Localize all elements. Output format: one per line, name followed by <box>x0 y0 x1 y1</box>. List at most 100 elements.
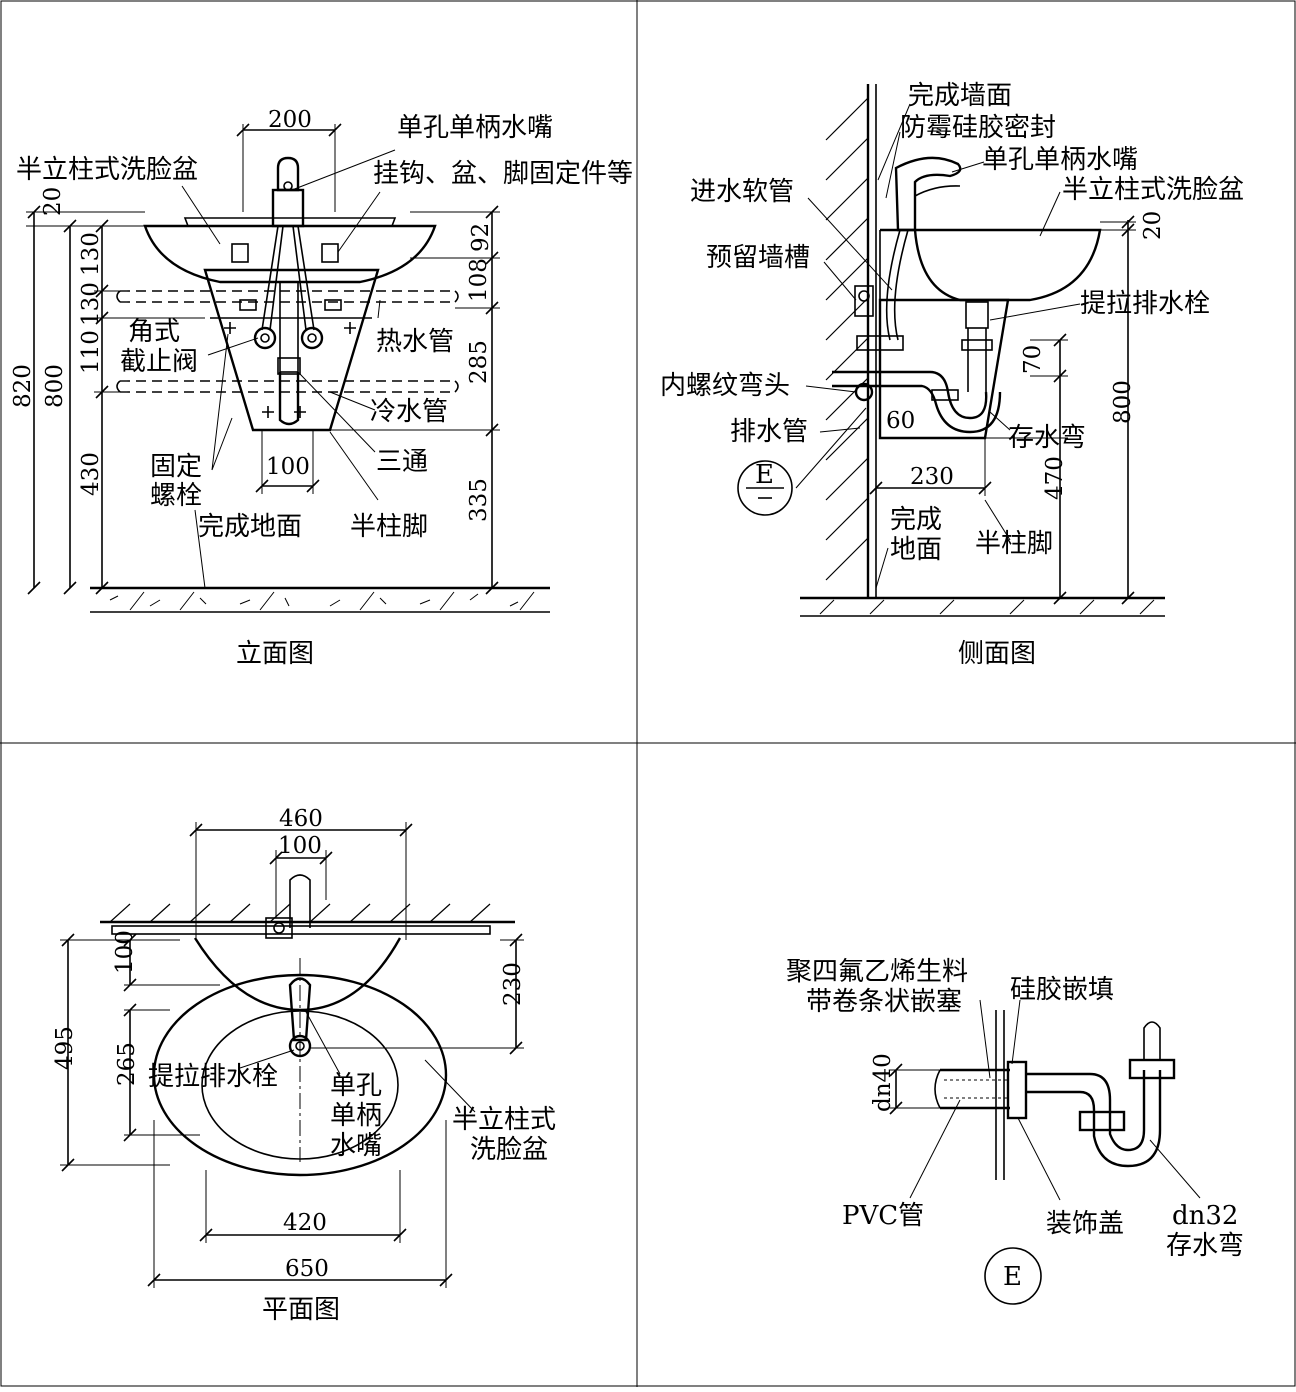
plan-wall-hatch <box>109 903 491 923</box>
label-drain-pipe: 排水管 <box>730 417 808 447</box>
detail-pvc-pipe <box>934 1068 1010 1110</box>
side-basin <box>880 228 1102 302</box>
side-trap <box>832 370 988 420</box>
label-faucet: 单孔单柄水嘴 <box>397 113 553 143</box>
label-drain-plug: 提拉排水栓 <box>1080 289 1210 319</box>
dim-130a: 130 <box>78 232 104 276</box>
detail-u-trap <box>1092 1070 1162 1168</box>
label-cold-pipe: 冷水管 <box>370 397 448 427</box>
label-trap-2: 存水弯 <box>1166 1231 1244 1261</box>
dim-820: 820 <box>10 364 36 408</box>
label-pedestal: 半柱脚 <box>350 512 428 542</box>
side-dimensions <box>869 215 1136 605</box>
label-hose: 进水软管 <box>690 177 794 207</box>
detail-trap-arm <box>1026 1072 1112 1111</box>
label-plan-drain: 提拉排水栓 <box>148 1062 278 1092</box>
label-plan-faucet-1: 单孔 <box>330 1071 382 1101</box>
dim-side-230: 230 <box>910 464 954 490</box>
fixing-bolt-icon <box>224 322 356 418</box>
dim-side-70: 70 <box>1020 345 1046 374</box>
side-view: E 完成墙面 防霉硅胶密封 单孔单柄水嘴 半立柱式洗脸盆 进水软管 预留墙槽 提… <box>660 81 1244 669</box>
label-hook: 挂钩、盆、脚固定件等 <box>373 159 633 189</box>
plan-faucet <box>288 977 312 1042</box>
dim-130b: 130 <box>78 282 104 326</box>
elevation-basin-rim <box>183 217 397 227</box>
plan-riser <box>289 874 311 928</box>
label-plan-faucet-3: 水嘴 <box>330 1131 382 1161</box>
detail-marker-text: E <box>1003 1262 1022 1292</box>
elevation-floor <box>90 586 550 613</box>
plan-leader-faucet <box>304 1009 341 1075</box>
plan-basin-outer <box>152 973 448 1177</box>
label-floor: 完成地面 <box>198 512 302 542</box>
dim-335: 335 <box>466 478 492 522</box>
side-hose <box>885 229 909 341</box>
elevation-view: 单孔单柄水嘴 半立柱式洗脸盆 挂钩、盆、脚固定件等 角式 截止阀 热水管 冷水管… <box>10 107 633 669</box>
detail-marker-e <box>984 1247 1042 1305</box>
plan-supply-pipe <box>111 925 491 935</box>
dim-800: 800 <box>42 364 68 408</box>
elevation-faucet-head <box>276 156 300 192</box>
plan-leader-basin <box>424 1059 476 1113</box>
elevation-basin-bowl <box>143 224 437 284</box>
dim-plan-420: 420 <box>283 1210 327 1236</box>
plan-leader-drain <box>239 1049 295 1069</box>
label-slot: 预留墙槽 <box>706 243 810 273</box>
dim-side-20: 20 <box>1140 211 1166 240</box>
elevation-hot-pipe <box>116 290 459 303</box>
dim-430: 430 <box>78 452 104 496</box>
label-tee: 三通 <box>376 447 428 477</box>
dim-108: 108 <box>466 258 492 302</box>
elevation-hoses <box>261 225 315 331</box>
dim-plan-230: 230 <box>500 962 526 1006</box>
label-trap: 存水弯 <box>1008 423 1086 453</box>
wall-slot-icon <box>854 285 874 317</box>
elevation-title: 立面图 <box>236 639 314 669</box>
detail-e-view: E 聚四氟乙烯生料 带卷条状嵌塞 硅胶嵌填 dn40 PVC管 装饰盖 dn32… <box>786 957 1244 1305</box>
dim-92: 92 <box>468 223 494 252</box>
dim-side-60: 60 <box>886 408 915 434</box>
label-floor-1: 完成 <box>890 505 942 535</box>
label-side-basin: 半立柱式洗脸盆 <box>1062 175 1244 205</box>
plan-dimensions <box>60 822 524 1288</box>
label-hot-pipe: 热水管 <box>376 327 454 357</box>
side-marker-text: E <box>755 460 774 490</box>
label-ptfe-1: 聚四氟乙烯生料 <box>786 957 968 987</box>
section-marker-e <box>737 460 793 516</box>
side-faucet <box>894 156 962 232</box>
dim-plan-650: 650 <box>285 1256 329 1282</box>
label-plan-basin-2: 洗脸盆 <box>470 1135 548 1165</box>
label-seal: 防霉硅胶密封 <box>900 113 1056 143</box>
dim-110: 110 <box>78 330 104 374</box>
label-side-pedestal: 半柱脚 <box>975 529 1053 559</box>
dim-200: 200 <box>268 107 312 133</box>
dim-20: 20 <box>40 187 66 216</box>
label-cover: 装饰盖 <box>1046 1209 1124 1239</box>
dim-side-800: 800 <box>1110 380 1136 424</box>
dim-plan-460: 460 <box>279 806 323 832</box>
elevation-pedestal <box>203 268 380 432</box>
plan-pedestal-arc <box>193 937 402 1012</box>
elevation-drain-tail <box>279 281 299 373</box>
label-pvc: PVC管 <box>842 1201 924 1231</box>
label-trap-1: dn32 <box>1172 1201 1238 1231</box>
label-plan-basin-1: 半立柱式 <box>452 1105 556 1135</box>
tee-icon <box>277 357 301 375</box>
elevation-trap <box>278 372 300 426</box>
dim-100: 100 <box>266 454 310 480</box>
angle-valve-icon <box>300 326 324 350</box>
trap-nut-icon <box>1078 1110 1126 1132</box>
angle-valve-icon <box>253 326 277 350</box>
label-basin: 半立柱式洗脸盆 <box>16 155 198 185</box>
label-bolt-2: 螺栓 <box>150 481 202 511</box>
label-silicone: 硅胶嵌填 <box>1010 975 1114 1005</box>
label-angle-valve-2: 截止阀 <box>120 347 198 377</box>
plan-view: 提拉排水栓 单孔 单柄 水嘴 半立柱式 洗脸盆 460 100 495 100 … <box>52 806 556 1325</box>
label-plan-faucet-2: 单柄 <box>330 1101 382 1131</box>
label-bolt-1: 固定 <box>150 452 202 482</box>
dim-plan-100b: 100 <box>112 930 138 974</box>
dim-plan-495: 495 <box>52 1026 78 1070</box>
label-dn40: dn40 <box>870 1053 896 1112</box>
